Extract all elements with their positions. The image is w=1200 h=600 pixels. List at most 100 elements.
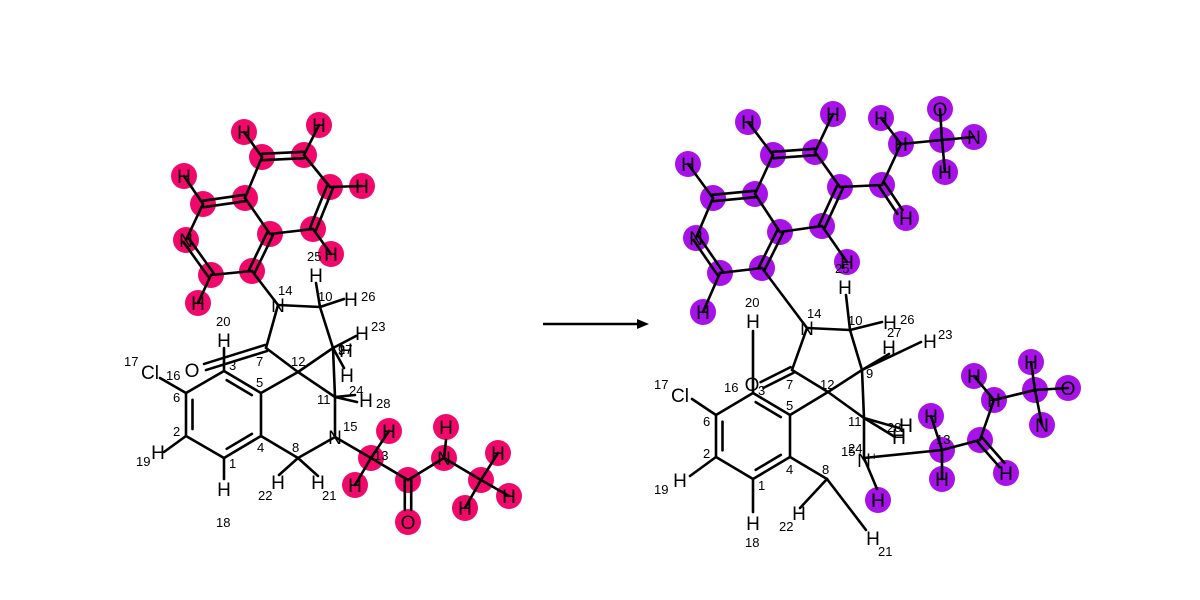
bond-double	[187, 236, 215, 275]
reactant-atom-1: H	[151, 443, 165, 464]
product-carbon-number-9: 10	[848, 313, 862, 328]
bond-double	[771, 147, 817, 154]
bond-aromatic	[225, 378, 254, 397]
reactant-atom-15: H	[324, 245, 338, 266]
bond	[222, 369, 263, 395]
product-atom-11: H	[882, 338, 896, 359]
reactant-carbon-number-11: 12	[291, 354, 305, 369]
reactant-carbon-number-12: 13	[374, 448, 388, 463]
bond	[798, 477, 829, 510]
bond	[296, 346, 335, 374]
bond-double	[759, 365, 792, 384]
bond	[753, 192, 782, 234]
reactant-carbon-number-9: 10	[318, 289, 332, 304]
reactant-atom-7-number: 22	[258, 488, 272, 503]
reactant-atom-12: H	[339, 341, 353, 362]
bond	[788, 455, 829, 481]
product-atom-10-number: 26	[900, 312, 914, 327]
bond	[714, 455, 755, 481]
bond	[184, 434, 226, 460]
product-atom-23: O	[933, 100, 948, 121]
product-atom-15: H	[871, 491, 885, 512]
reactant-atom-7: H	[271, 473, 285, 494]
product-carbon-number-2: 3	[758, 383, 765, 398]
product-carbon-number-10: 11	[848, 414, 862, 429]
bond-aromatic	[754, 400, 783, 419]
product-atom-30: H	[871, 491, 885, 512]
bond	[296, 435, 337, 460]
bond	[277, 456, 300, 477]
bond	[690, 397, 718, 417]
bond	[879, 116, 903, 146]
bond	[242, 130, 264, 159]
product-atom-16-number: 25	[835, 261, 849, 276]
bond	[184, 369, 226, 395]
bond	[259, 370, 300, 395]
reactant-atom-29: H	[458, 499, 472, 520]
product-atom-6: N	[857, 451, 871, 472]
product-atom-27: H	[894, 135, 908, 156]
bond	[479, 478, 511, 498]
bond	[318, 305, 335, 350]
product-atom-7-number: 22	[779, 519, 793, 534]
reactant-atom-23: H	[348, 476, 362, 497]
bond	[686, 162, 715, 200]
reactant-atom-24: O	[401, 513, 416, 534]
bond-double	[692, 238, 719, 277]
product-atom-13: H	[899, 416, 913, 437]
bond-double	[757, 229, 779, 268]
reactant-atom-20: H	[312, 116, 326, 137]
product-highlight-25	[865, 487, 891, 513]
bond-double	[201, 193, 246, 203]
reactant-atom-12-number: 27	[338, 342, 352, 357]
bond-double	[202, 343, 267, 366]
bond-double	[204, 349, 269, 372]
product-atom-5-number: 14	[807, 306, 821, 321]
reactant-atom-8: H	[311, 473, 325, 494]
bond-double	[202, 199, 247, 209]
product-atom-11-number: 27	[887, 325, 901, 340]
product-atom-37: H	[892, 428, 906, 449]
product-carbon-number-8: 9	[866, 366, 873, 381]
bond	[862, 456, 879, 491]
reactant-highlight-22	[433, 414, 459, 440]
bond-double	[247, 231, 269, 271]
reactant-carbon-number-5: 6	[173, 390, 180, 405]
product-carbon-number-1: 2	[703, 446, 710, 461]
product-atom-20: H	[741, 113, 755, 134]
bond	[688, 455, 718, 478]
product-atom-28: H	[924, 407, 938, 428]
product-atom-31: H	[967, 367, 981, 388]
bond	[406, 456, 446, 482]
product-atom-8-number: 21	[878, 544, 892, 559]
reactant-atom-25: N	[437, 449, 451, 470]
reactant-carbon-number-8: 9	[338, 343, 345, 358]
bond	[826, 390, 866, 420]
bond-double	[314, 186, 335, 232]
reactant-atom-10-number: 26	[361, 289, 375, 304]
bond	[751, 391, 792, 417]
bond	[860, 340, 923, 372]
bond	[790, 368, 830, 394]
product-atom-19: H	[681, 155, 695, 176]
reactant-carbon-number-0: 1	[229, 456, 236, 471]
reactant-carbon-number-1: 2	[173, 424, 180, 439]
reactant-atom-1-number: 19	[136, 454, 150, 469]
product-highlights	[675, 96, 1081, 513]
product-carbon-number-4: 5	[786, 398, 793, 413]
product-atom-17: N	[689, 229, 703, 250]
bond	[805, 326, 852, 332]
bond-aromatic	[754, 453, 783, 472]
product-atom-12-number: 23	[938, 327, 952, 342]
product-atom-2-number: 17	[654, 377, 668, 392]
product-atom-26: H	[899, 209, 913, 230]
product-atom-21: H	[826, 105, 840, 126]
product-atom-6-number: 15	[841, 444, 855, 459]
reactant-atom-11: H	[355, 324, 369, 345]
bond	[196, 273, 213, 305]
bond	[862, 448, 944, 460]
bond	[311, 227, 333, 256]
bond-double	[817, 184, 839, 226]
product-atom-29: H	[935, 470, 949, 491]
product-charge: +	[871, 451, 877, 463]
